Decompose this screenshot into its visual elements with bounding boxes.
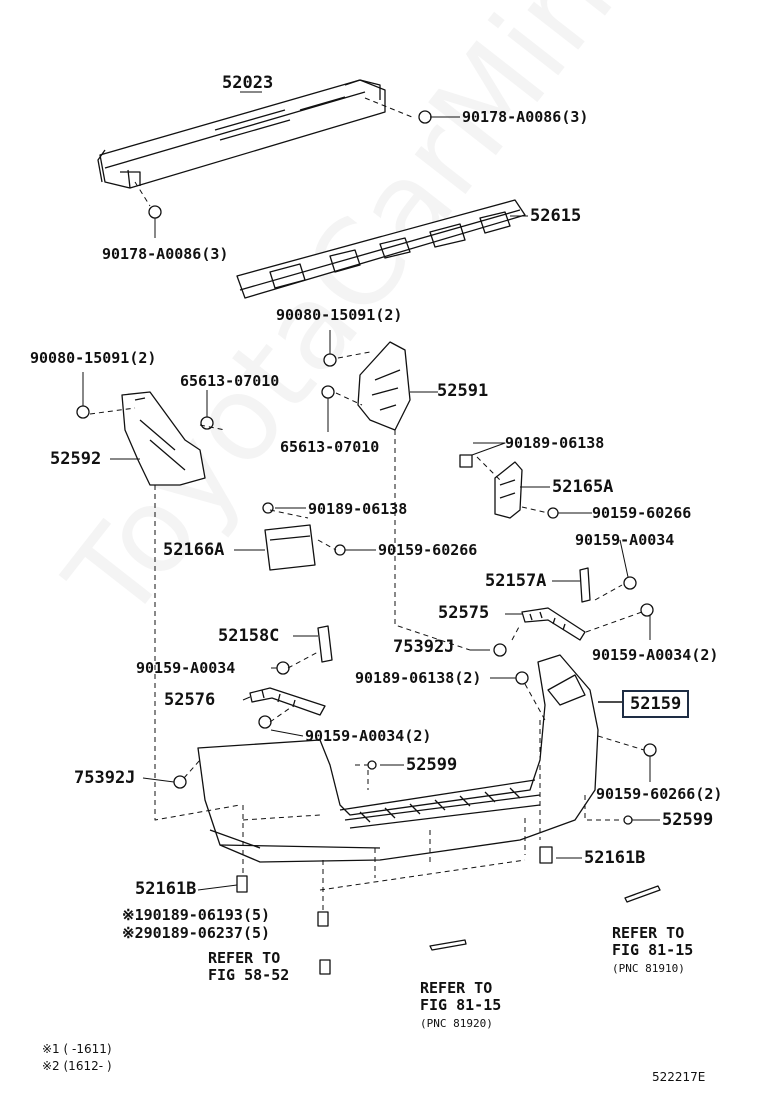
label-75392J-a[interactable]: 75392J xyxy=(393,637,455,657)
label-52159-highlighted[interactable]: 52159 xyxy=(622,690,690,718)
part-52158C-bracket xyxy=(317,625,333,663)
label-90178-a0086-top[interactable]: 90178-A0086(3) xyxy=(462,108,589,126)
label-90189-06138-b[interactable]: 90189-06138 xyxy=(308,500,408,518)
refer-line-2: FIG 81-15 xyxy=(420,996,502,1014)
refer-line-2: FIG 58-52 xyxy=(208,966,290,984)
label-52158C[interactable]: 52158C xyxy=(218,626,280,646)
label-52023[interactable]: 52023 xyxy=(222,73,274,93)
label-90159-a0034-b[interactable]: 90159-A0034(2) xyxy=(592,646,719,664)
diagram-id: 522217E xyxy=(652,1070,706,1084)
label-52592[interactable]: 52592 xyxy=(50,449,102,469)
label-90178-a0086-bottom[interactable]: 90178-A0086(3) xyxy=(102,245,229,263)
label-52591[interactable]: 52591 xyxy=(437,381,489,401)
part-52023-reinforcement xyxy=(97,79,386,189)
refer-line-1: REFER TO xyxy=(612,924,685,942)
label-90189-06193[interactable]: ※190189-06193(5) xyxy=(122,906,271,924)
label-65613-07010-right[interactable]: 65613-07010 xyxy=(280,438,380,456)
part-52592-bracket xyxy=(121,391,206,486)
label-65613-07010-left[interactable]: 65613-07010 xyxy=(180,372,280,390)
part-52165A-bracket xyxy=(494,461,523,519)
label-52615[interactable]: 52615 xyxy=(530,206,582,226)
label-90159-60266-c[interactable]: 90159-60266(2) xyxy=(596,785,723,803)
part-52591-bracket xyxy=(357,341,411,431)
part-52615-absorber xyxy=(236,199,526,299)
label-90189-06237[interactable]: ※290189-06237(5) xyxy=(122,924,271,942)
part-52575-retainer xyxy=(521,607,586,641)
label-52599-b[interactable]: 52599 xyxy=(662,810,714,830)
footnote-2: ※2 (1612- ) xyxy=(42,1059,112,1073)
label-52161B-left[interactable]: 52161B xyxy=(135,879,197,899)
label-90080-15091-right[interactable]: 90080-15091(2) xyxy=(276,306,403,324)
label-52165A[interactable]: 52165A xyxy=(552,477,614,497)
label-90189-06138-c[interactable]: 90189-06138(2) xyxy=(355,669,482,687)
refer-line-1: REFER TO xyxy=(420,979,493,997)
refer-pnc: (PNC 81910) xyxy=(612,962,685,975)
part-ref-moulding-2 xyxy=(624,885,661,903)
label-90159-60266-b[interactable]: 90159-60266 xyxy=(378,541,478,559)
label-52157A[interactable]: 52157A xyxy=(485,571,547,591)
label-90159-60266-a[interactable]: 90159-60266 xyxy=(592,504,692,522)
label-90189-06138-a[interactable]: 90189-06138 xyxy=(505,434,605,452)
footnote-1: ※1 ( -1611) xyxy=(42,1042,112,1056)
label-75392J-b[interactable]: 75392J xyxy=(74,768,136,788)
part-ref-moulding-1 xyxy=(429,939,467,951)
refer-line-2: FIG 81-15 xyxy=(612,941,694,959)
label-52599-a[interactable]: 52599 xyxy=(406,755,458,775)
label-90159-a0034-d[interactable]: 90159-A0034(2) xyxy=(305,727,432,745)
part-52576-retainer xyxy=(249,687,326,716)
label-90159-a0034-a[interactable]: 90159-A0034 xyxy=(575,531,675,549)
part-52159-bumper-cover xyxy=(197,654,599,863)
part-52157A-bracket xyxy=(579,567,591,603)
label-90080-15091-left[interactable]: 90080-15091(2) xyxy=(30,349,157,367)
label-52166A[interactable]: 52166A xyxy=(163,540,225,560)
refer-line-1: REFER TO xyxy=(208,949,281,967)
label-52576[interactable]: 52576 xyxy=(164,690,216,710)
label-52161B-right[interactable]: 52161B xyxy=(584,848,646,868)
label-52575[interactable]: 52575 xyxy=(438,603,490,623)
label-90159-a0034-c[interactable]: 90159-A0034 xyxy=(136,659,236,677)
refer-pnc: (PNC 81920) xyxy=(420,1017,493,1030)
part-52166A-cover xyxy=(264,524,316,571)
